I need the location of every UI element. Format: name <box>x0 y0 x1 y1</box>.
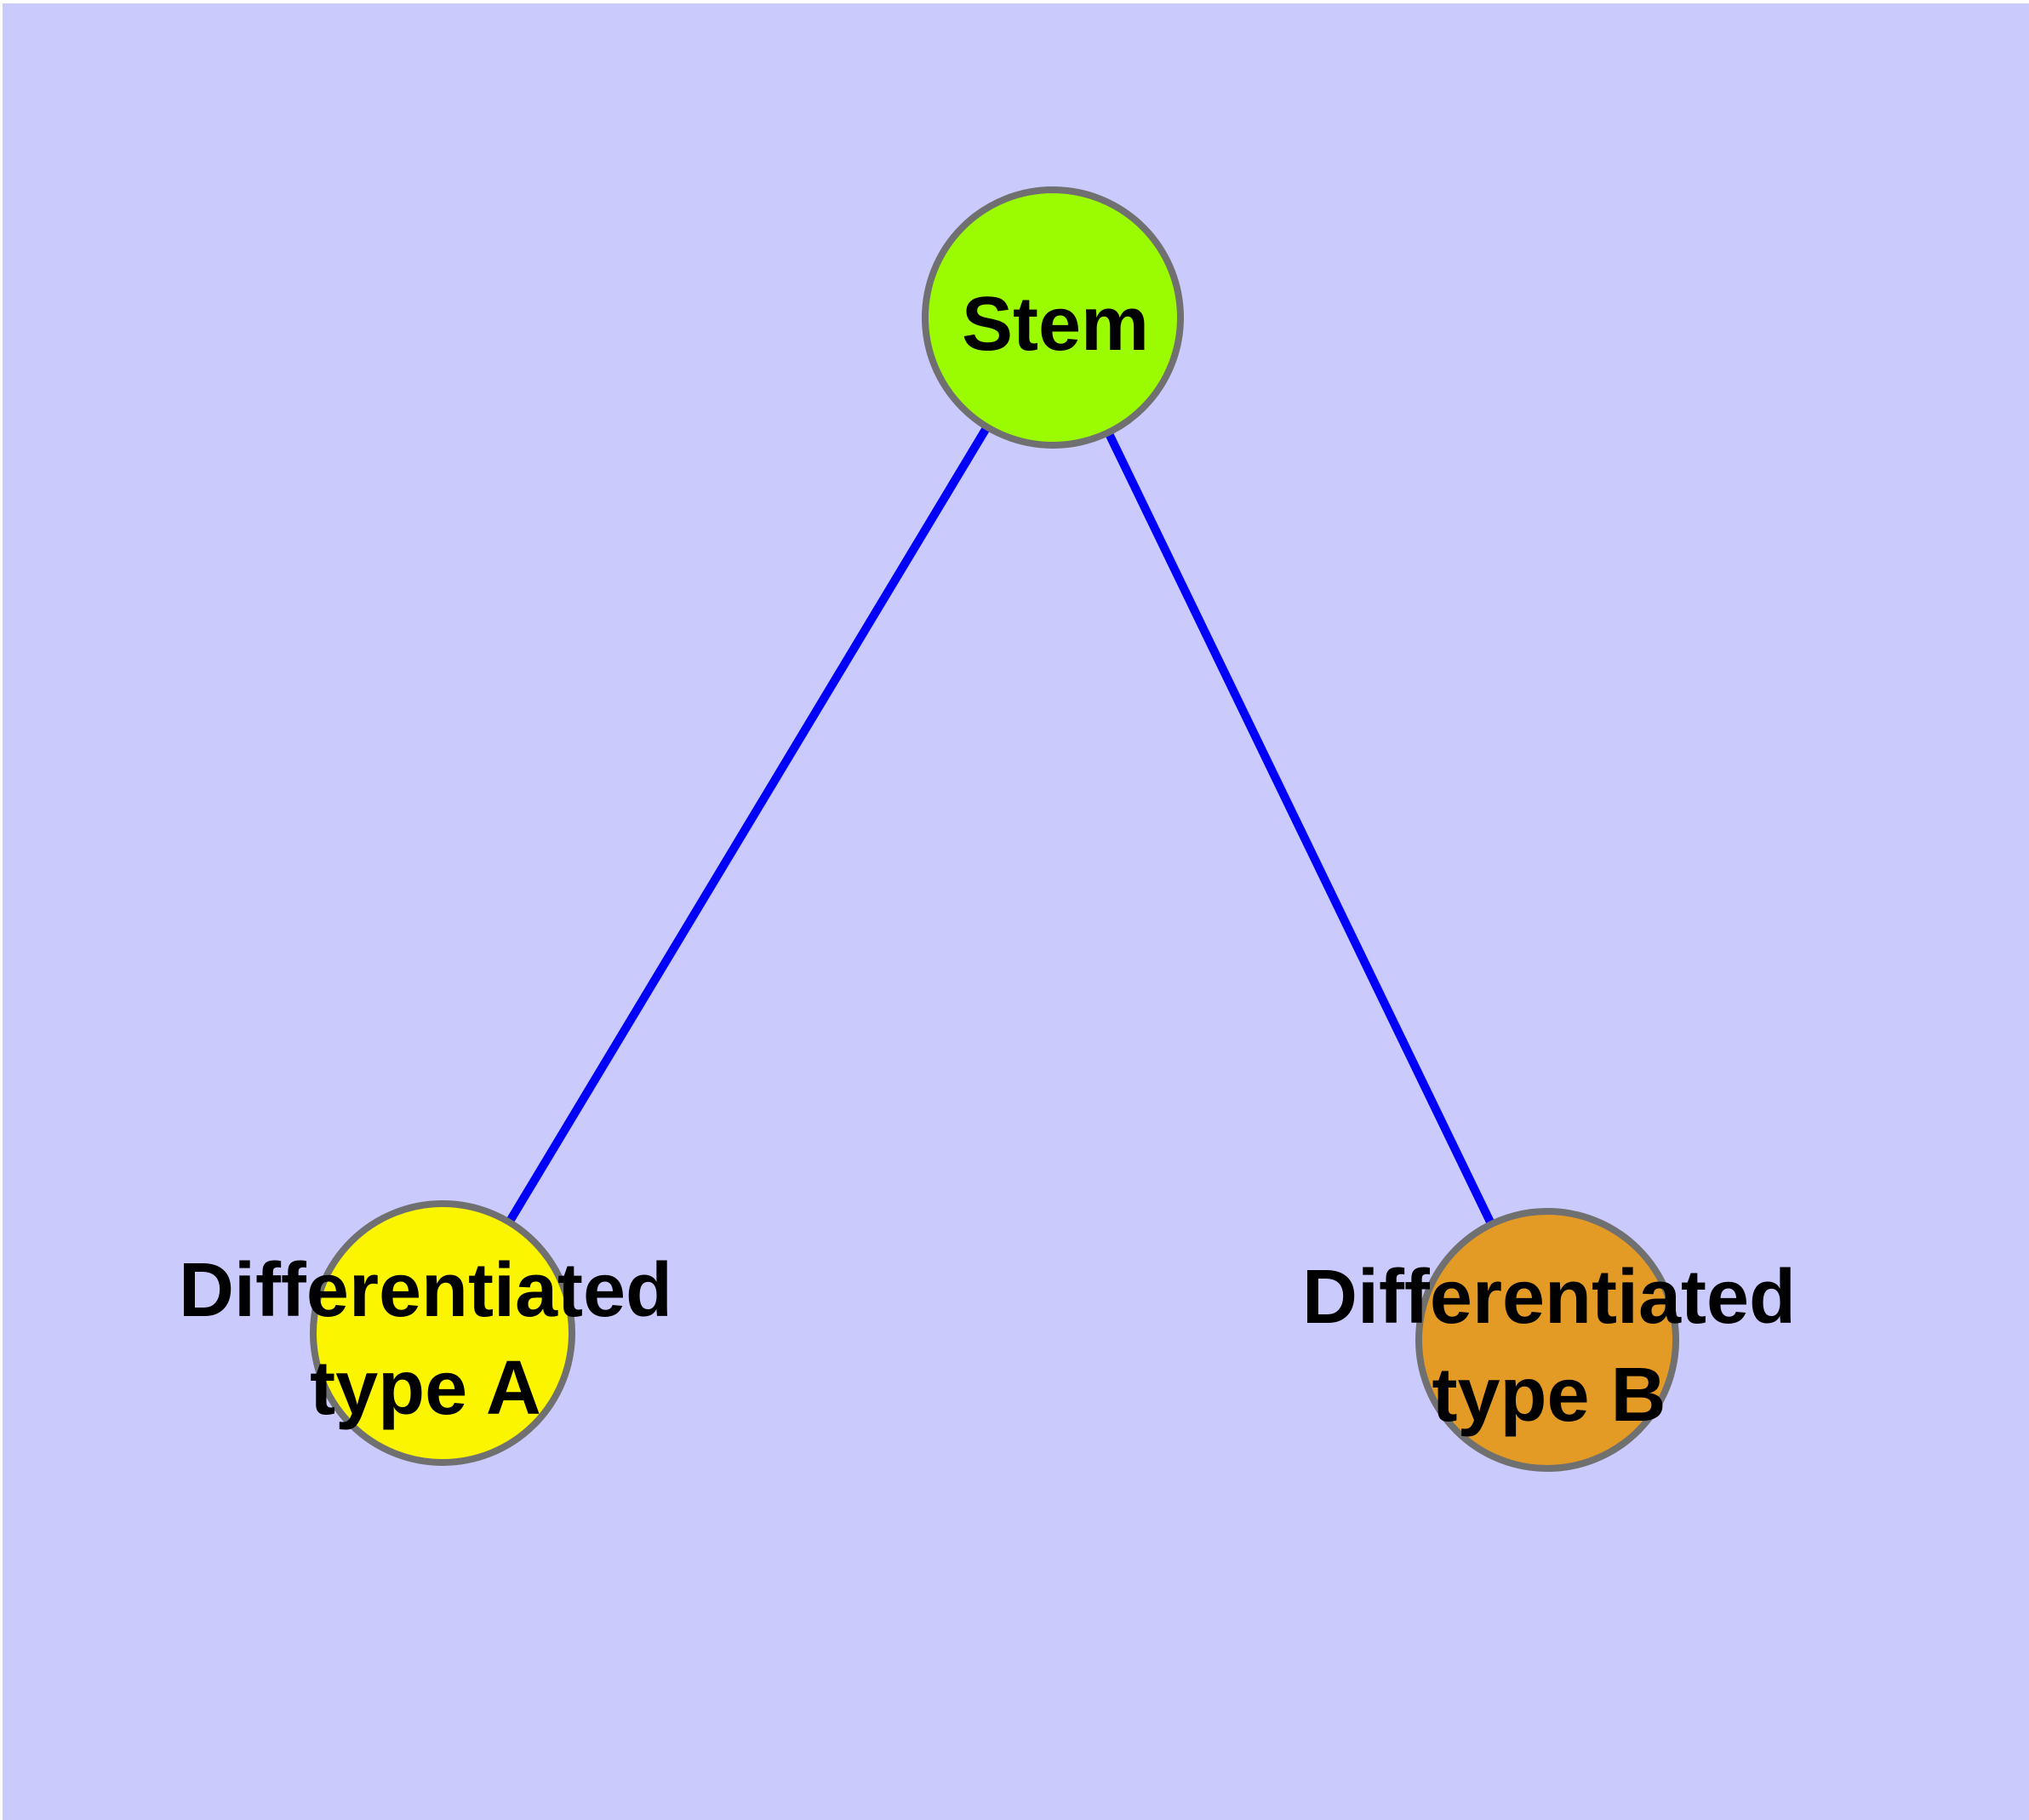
node-type-b-label-line2: type B <box>1432 1353 1666 1438</box>
node-type-b-label-line1: Differentiated <box>1302 1255 1796 1340</box>
node-type-a-circle <box>310 1200 575 1466</box>
node-type-a-label-line1: Differentiated <box>179 1248 672 1333</box>
node-stem-label: Stem <box>962 282 1149 367</box>
node-stem-circle <box>922 186 1184 449</box>
node-type-a-label-line2: type A <box>310 1346 541 1431</box>
node-type-b-circle <box>1415 1208 1679 1472</box>
edge-stem-to-type-b <box>1049 315 1552 1342</box>
edge-stem-to-type-a <box>438 315 1057 1336</box>
